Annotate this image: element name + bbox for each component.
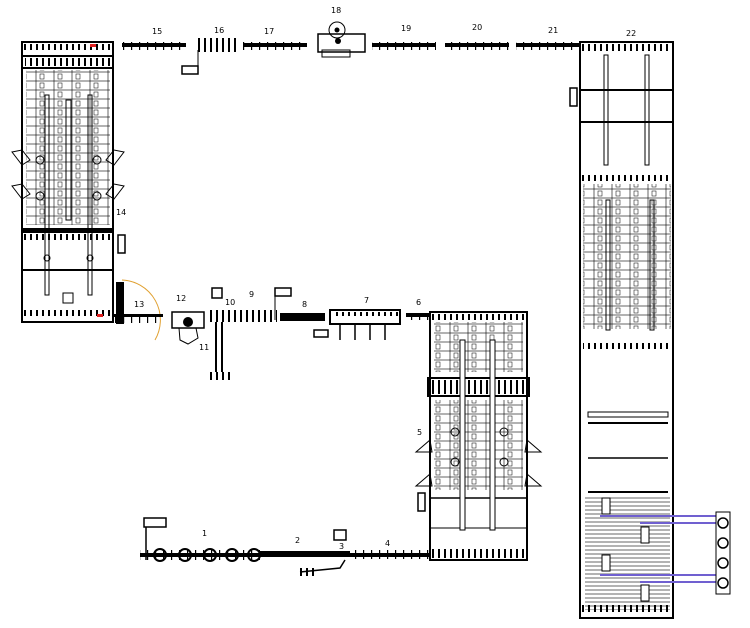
label-20: 20 — [472, 23, 482, 32]
station-labels: 15 16 17 18 19 20 21 22 14 13 12 10 9 8 … — [116, 6, 636, 551]
station-7-machine — [329, 309, 401, 340]
station-16-machine — [181, 38, 240, 75]
label-17: 17 — [264, 27, 274, 36]
label-8: 8 — [302, 300, 307, 309]
station-22-block — [569, 41, 674, 619]
bottom-line — [140, 517, 430, 576]
gauge-icon — [569, 87, 578, 107]
label-12: 12 — [176, 294, 186, 303]
label-11: 11 — [199, 343, 209, 352]
label-15: 15 — [152, 27, 162, 36]
label-22: 22 — [626, 29, 636, 38]
top-conveyors — [122, 21, 580, 75]
gauge-icon — [143, 517, 167, 528]
label-2: 2 — [295, 536, 300, 545]
label-21: 21 — [548, 26, 558, 35]
gauge-icon — [274, 287, 292, 297]
conveyor-20 — [445, 42, 509, 50]
marker — [90, 44, 96, 47]
label-1: 1 — [202, 529, 207, 538]
station-11-arm — [208, 322, 230, 380]
label-18: 18 — [331, 6, 341, 15]
gauge-icon — [313, 329, 329, 338]
conveyor-21 — [516, 42, 580, 50]
gauge-icon — [417, 492, 426, 512]
conveyor-19 — [372, 42, 436, 50]
station-14-block — [11, 41, 126, 323]
label-13: 13 — [134, 300, 144, 309]
label-16: 16 — [214, 26, 224, 35]
station-12-machine — [171, 311, 205, 345]
station-5-block — [414, 311, 543, 561]
label-5: 5 — [417, 428, 422, 437]
label-10: 10 — [225, 298, 235, 307]
label-14: 14 — [116, 208, 126, 217]
station-18-machine — [317, 21, 366, 58]
middle-line — [113, 279, 430, 380]
label-4: 4 — [385, 539, 390, 548]
label-3: 3 — [339, 542, 344, 551]
conveyor-17 — [243, 42, 307, 50]
label-19: 19 — [401, 24, 411, 33]
conveyor-15 — [122, 42, 186, 50]
connector-panel — [600, 511, 731, 595]
label-7: 7 — [364, 296, 369, 305]
label-9: 9 — [249, 290, 254, 299]
gauge-icon — [117, 234, 126, 254]
gauge-icon — [181, 65, 199, 75]
marker — [97, 314, 103, 317]
label-6: 6 — [416, 298, 421, 307]
